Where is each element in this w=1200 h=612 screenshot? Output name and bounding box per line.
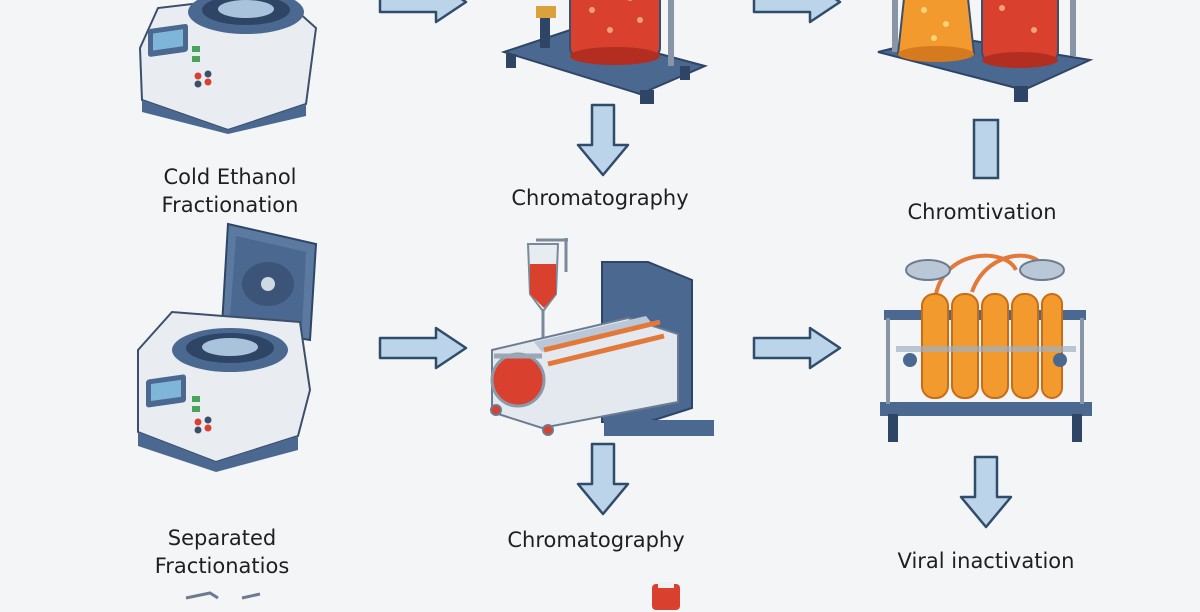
arrow-down-2: [576, 442, 630, 516]
label-line: Cold Ethanol: [163, 165, 297, 189]
open-centrifuge-icon: [137, 222, 318, 472]
chromatography-column-icon: [500, 0, 709, 104]
reaction-vessels-icon: [877, 0, 1094, 102]
arrow-down-1: [576, 103, 630, 177]
label-line: Fractionatios: [154, 554, 290, 578]
label-line: Fractionation: [161, 193, 299, 217]
centrifuge-icon: [138, 0, 318, 134]
label-chromatography-top: Chromatography: [511, 186, 689, 210]
label-viral-inactivation: Viral inactivation: [897, 549, 1075, 573]
label-chromtivation: Chromtivation: [907, 200, 1057, 224]
arrow-right-top-2: [752, 0, 842, 24]
label-line: Separated: [167, 526, 277, 550]
arrow-right-mid-1: [378, 326, 468, 370]
label-chromatography-bottom: Chromatography: [507, 528, 685, 552]
label-separated-fractionatios: Separated Fractionatios: [122, 524, 322, 580]
incubator-tanks-icon: [880, 253, 1092, 442]
arrow-down-3: [959, 455, 1013, 529]
chromatography-apparatus-icon: [490, 238, 714, 436]
arrow-right-mid-2: [752, 326, 842, 370]
bottom-tools-icon: [185, 591, 261, 600]
connector-bar: [972, 118, 1000, 180]
label-cold-ethanol-fractionation: Cold Ethanol Fractionation: [130, 163, 330, 219]
arrow-right-top-1: [378, 0, 468, 24]
bottom-red-bottle-icon: [652, 582, 680, 610]
